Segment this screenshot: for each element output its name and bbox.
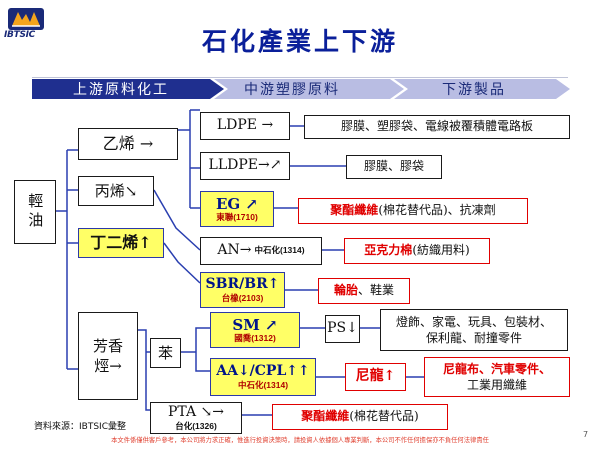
node-aa-cpl: AA↓/CPL↑↑ 中石化(1314) — [210, 358, 316, 396]
node-sbr-br: SBR/BR↑ 台橡(2103) — [200, 272, 285, 308]
sm-label: SM ↗ — [232, 315, 278, 334]
product-an-highlight: 亞克力棉 — [364, 243, 413, 258]
product-nylon-highlight: 尼龍布、汽車零件、 — [442, 361, 551, 376]
node-ethylene: 乙烯 → — [78, 128, 178, 160]
product-pta-highlight: 聚酯纖維 — [301, 409, 350, 424]
stage-upstream: 上游原料化工 — [73, 82, 169, 98]
sbr-br-company: 台橡(2103) — [221, 292, 264, 303]
product-eg: 聚酯纖維(棉花替代品)、抗凍劑 — [298, 198, 528, 224]
node-ps: PS↓ — [325, 315, 360, 343]
page-title: 石化產業上下游 — [201, 27, 398, 56]
stage-midstream: 中游塑膠原料 — [244, 82, 340, 98]
product-sbr: 輪胎、鞋業 — [318, 278, 410, 304]
stage-downstream: 下游製品 — [442, 82, 506, 98]
nylon-label: 尼龍↑ — [355, 368, 396, 385]
node-lldpe: LLDPE→↗ — [200, 152, 290, 180]
page-number: 7 — [583, 430, 589, 439]
logo-text: IBTSIC — [4, 30, 35, 40]
product-pta: 聚酯纖維(棉花替代品) — [272, 404, 448, 430]
node-eg: EG ↗ 東聯(1710) — [200, 191, 274, 227]
node-pta: PTA ↘→ 台化(1326) — [150, 402, 242, 434]
product-ps-line2: 保利龍、耐撞零件 — [425, 331, 522, 345]
product-ps-line1: 燈飾、家電、玩具、包裝材、 — [395, 314, 552, 329]
an-label: AN→ — [217, 242, 252, 259]
source-note: 資料來源：IBTSIC彙整 — [34, 422, 126, 432]
product-an: 亞克力棉(紡織用料) — [344, 238, 490, 264]
pta-label: PTA ↘→ — [167, 404, 224, 421]
aa-cpl-label: AA↓/CPL↑↑ — [216, 363, 310, 380]
product-an-rest: (紡織用料) — [412, 243, 470, 258]
node-an: AN→ 中石化(1314) — [200, 237, 322, 265]
node-propylene: 丙烯↘ — [78, 176, 154, 206]
node-feedstock-naphtha: 輕油 — [14, 180, 56, 244]
product-ps: 燈飾、家電、玩具、包裝材、 保利龍、耐撞零件 — [380, 309, 568, 351]
product-pta-rest: (棉花替代品) — [349, 409, 419, 424]
product-ldpe: 膠膜、塑膠袋、電線被覆積體電路板 — [304, 115, 570, 139]
eg-company: 東聯(1710) — [216, 212, 258, 223]
node-ldpe: LDPE → — [200, 112, 290, 140]
sm-company: 國喬(1312) — [234, 333, 276, 344]
product-sbr-rest: 、鞋業 — [358, 283, 395, 298]
stage-band — [32, 79, 570, 99]
node-sm: SM ↗ 國喬(1312) — [210, 312, 300, 348]
sbr-br-label: SBR/BR↑ — [205, 276, 280, 293]
eg-label: EG ↗ — [215, 194, 259, 213]
product-eg-highlight: 聚酯纖維 — [330, 203, 379, 218]
aa-cpl-company: 中石化(1314) — [237, 379, 289, 390]
node-butadiene: 丁二烯↑ — [78, 228, 164, 258]
product-lldpe: 膠膜、膠袋 — [346, 155, 442, 179]
product-eg-rest: (棉花替代品)、抗凍劑 — [378, 203, 496, 218]
node-aromatics: 芳香烴→ — [78, 312, 138, 400]
pta-company: 台化(1326) — [175, 420, 217, 431]
disclaimer: 本文件係僅供客戶參考，本公司將力求正確，惟進行投資決策時，請投資人依據個人專業判… — [111, 437, 489, 444]
product-nylon-line2: 工業用纖維 — [466, 378, 527, 392]
product-nylon: 尼龍布、汽車零件、 工業用纖維 — [424, 357, 570, 397]
an-company: 中石化(1314) — [254, 245, 305, 256]
node-benzene: 苯 — [150, 338, 181, 368]
butadiene-label: 丁二烯↑ — [90, 233, 152, 253]
product-sbr-highlight: 輪胎 — [333, 283, 358, 298]
ibtsic-logo — [8, 8, 44, 30]
band-divider — [32, 77, 568, 78]
node-nylon: 尼龍↑ — [345, 363, 406, 391]
